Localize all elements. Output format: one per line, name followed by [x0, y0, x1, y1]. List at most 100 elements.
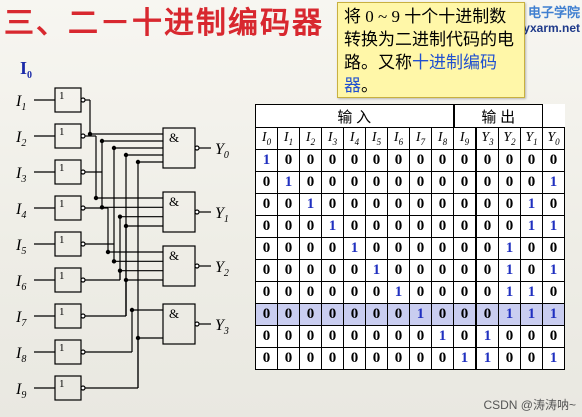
table-cell: 0 [299, 325, 322, 348]
column-header-y3: Y3 [475, 127, 499, 150]
table-cell: 0 [453, 237, 477, 260]
table-cell: 0 [431, 281, 454, 304]
table-cell: 0 [475, 193, 499, 216]
table-cell: 0 [277, 237, 300, 260]
table-cell: 0 [409, 325, 432, 348]
input-label-i9: I9 [15, 381, 26, 401]
table-cell: 1 [498, 259, 521, 282]
table-cell: 0 [321, 237, 344, 260]
column-header-i5: I5 [365, 127, 388, 150]
inverter-bubble [80, 313, 86, 319]
gate-symbol: & [169, 130, 179, 145]
gate-symbol: & [169, 194, 179, 209]
table-cell: 0 [387, 215, 410, 238]
table-cell: 0 [520, 237, 543, 260]
table-cell: 0 [453, 259, 477, 282]
table-cell: 0 [277, 281, 300, 304]
table-cell: 0 [475, 237, 499, 260]
table-cell: 0 [343, 259, 366, 282]
table-cell: 0 [542, 237, 565, 260]
table-cell: 0 [277, 325, 300, 348]
gate-symbol: 1 [59, 162, 65, 174]
table-cell: 1 [520, 303, 543, 326]
table-cell: 1 [321, 215, 344, 238]
inverter-bubble [80, 277, 86, 283]
input-label-i8: I8 [15, 345, 26, 365]
table-cell: 0 [321, 259, 344, 282]
table-cell: 0 [365, 303, 388, 326]
table-cell: 0 [431, 149, 454, 172]
gate-symbol: 1 [59, 378, 65, 390]
table-cell: 0 [299, 281, 322, 304]
table-cell: 0 [431, 347, 454, 370]
gate-symbol: 1 [59, 198, 65, 210]
gate-symbol: & [169, 306, 179, 321]
table-cell: 0 [409, 193, 432, 216]
input-header: 输 入 [255, 104, 454, 128]
table-cell: 1 [520, 193, 543, 216]
inverter-bubble [80, 169, 86, 175]
column-header-y2: Y2 [498, 127, 521, 150]
table-cell: 0 [453, 325, 477, 348]
table-cell: 0 [343, 215, 366, 238]
gate-symbol: 1 [59, 234, 65, 246]
table-cell: 1 [542, 303, 565, 326]
table-cell: 0 [387, 325, 410, 348]
junction-dot [123, 152, 129, 158]
table-cell: 1 [498, 303, 521, 326]
output-label-y3: Y3 [215, 317, 229, 337]
table-cell: 1 [520, 281, 543, 304]
table-cell: 0 [255, 193, 278, 216]
table-cell: 0 [343, 281, 366, 304]
table-cell: 0 [409, 149, 432, 172]
table-cell: 0 [277, 347, 300, 370]
table-cell: 0 [409, 259, 432, 282]
table-cell: 0 [409, 347, 432, 370]
table-cell: 0 [387, 149, 410, 172]
table-cell: 0 [365, 193, 388, 216]
table-cell: 1 [299, 193, 322, 216]
table-cell: 1 [542, 347, 565, 370]
table-cell: 0 [387, 193, 410, 216]
table-cell: 0 [453, 149, 477, 172]
table-cell: 1 [520, 215, 543, 238]
table-cell: 0 [321, 325, 344, 348]
table-cell: 0 [255, 215, 278, 238]
table-cell: 0 [475, 149, 499, 172]
description-note: 将 0 ~ 9 十个十进制数转换为二进制代码的电路。又称十进制编码器。 [337, 2, 525, 98]
output-label-y2: Y2 [215, 259, 229, 279]
table-cell: 1 [475, 347, 499, 370]
table-cell: 0 [409, 281, 432, 304]
input-label-i0: I0 [20, 58, 32, 81]
column-header-i7: I7 [409, 127, 432, 150]
junction-dot [123, 223, 129, 229]
table-cell: 0 [431, 171, 454, 194]
gate-symbol: 1 [59, 342, 65, 354]
input-label-i7: I7 [15, 309, 27, 329]
gate-symbol: 1 [59, 126, 65, 138]
input-label-i1: I1 [15, 93, 26, 113]
input-label-i6: I6 [15, 273, 26, 293]
encoder-circuit-diagram: I0I11I21I31I41I51I61I71I81I91&Y0&Y1&Y2&Y… [15, 58, 229, 401]
input-label-i3: I3 [15, 165, 26, 185]
table-cell: 1 [475, 325, 499, 348]
table-cell: 1 [365, 259, 388, 282]
table-cell: 0 [365, 281, 388, 304]
table-cell: 0 [542, 325, 565, 348]
junction-dot [135, 159, 141, 165]
inverter-bubble [80, 205, 86, 211]
junction-dot [111, 259, 117, 264]
gate-symbol: & [169, 248, 179, 263]
input-label-i2: I2 [15, 129, 26, 149]
table-cell: 0 [475, 281, 499, 304]
table-cell: 0 [520, 325, 543, 348]
input-label-i4: I4 [15, 201, 26, 221]
inverter-bubble [80, 241, 86, 247]
table-cell: 0 [520, 347, 543, 370]
brand-logo-text: 电子学院 [527, 5, 580, 20]
